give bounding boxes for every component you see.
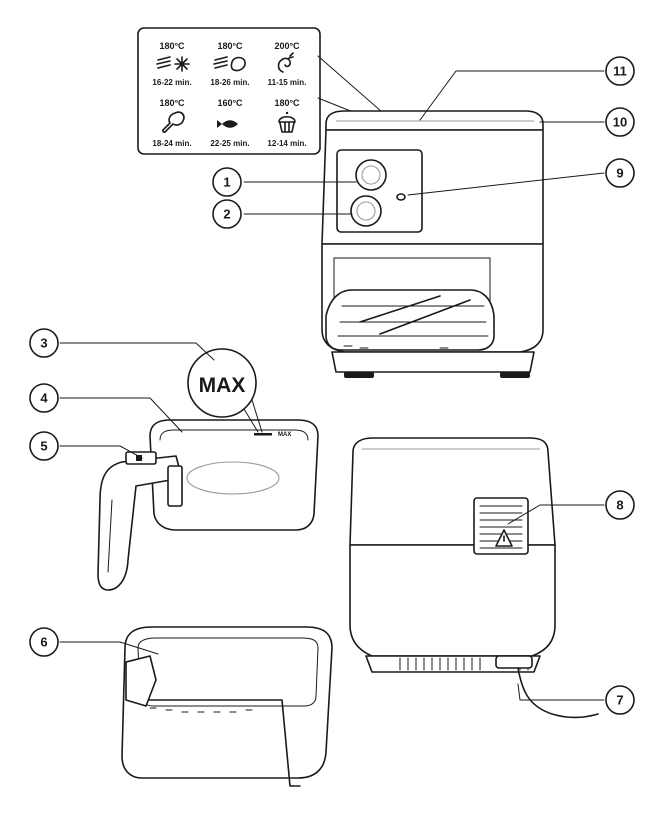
callout-label-9: 9 — [616, 166, 623, 181]
fries-meat-icon — [213, 56, 246, 72]
callout-5: 5 — [29, 431, 59, 461]
cooking-guide-panel: 180°C 16-22 min. 180°C 18-26 min. 200°C … — [137, 27, 321, 155]
callout-4: 4 — [29, 383, 59, 413]
callout-8: 8 — [605, 490, 635, 520]
callout-label-2: 2 — [223, 207, 230, 222]
callout-label-4: 4 — [40, 391, 48, 406]
callout-label-7: 7 — [616, 693, 623, 708]
max-fill-mark: MAX — [278, 432, 291, 438]
callout-10: 10 — [605, 107, 635, 137]
callout-9: 9 — [605, 158, 635, 188]
drumstick-icon — [162, 111, 185, 133]
callout-label-10: 10 — [613, 115, 627, 130]
guide-temp-6: 180°C — [274, 98, 300, 108]
callout-label-11: 11 — [613, 64, 627, 79]
basket-with-handle: MAX — [97, 419, 319, 591]
callout-label-3: 3 — [40, 336, 47, 351]
fries-frozen-icon — [156, 56, 190, 72]
callout-6: 6 — [29, 627, 59, 657]
guide-time-4: 18-24 min. — [152, 139, 191, 148]
airfryer-rear — [349, 437, 599, 719]
guide-temp-5: 160°C — [217, 98, 243, 108]
callout-1: 1 — [212, 167, 242, 197]
guide-temp-4: 180°C — [159, 98, 185, 108]
air-outlet-vent — [473, 497, 529, 555]
callout-lines — [59, 70, 605, 701]
basket-handle[interactable] — [97, 455, 183, 591]
callout-label-1: 1 — [223, 175, 230, 190]
max-magnifier: MAX — [187, 348, 263, 433]
drawer — [121, 626, 333, 787]
callout-2: 2 — [212, 199, 242, 229]
guide-time-1: 16-22 min. — [152, 78, 191, 87]
guide-time-5: 22-25 min. — [210, 139, 249, 148]
callout-label-6: 6 — [40, 635, 47, 650]
guide-temp-3: 200°C — [274, 41, 300, 51]
power-cord — [517, 667, 599, 719]
callout-11: 11 — [605, 56, 635, 86]
temperature-knob[interactable] — [350, 195, 382, 227]
power-indicator-light — [396, 193, 406, 201]
callout-label-8: 8 — [616, 498, 623, 513]
shrimp-icon — [277, 52, 294, 73]
max-magnified-label: MAX — [199, 374, 246, 397]
fish-icon — [217, 120, 238, 128]
callout-label-5: 5 — [40, 439, 47, 454]
cupcake-icon — [278, 111, 296, 133]
guide-temp-2: 180°C — [217, 41, 243, 51]
power-cord-plug — [495, 655, 533, 669]
cooking-guide-frame — [137, 27, 321, 155]
guide-time-6: 12-14 min. — [267, 139, 306, 148]
guide-time-3: 11-15 min. — [268, 78, 307, 87]
time-knob[interactable] — [355, 159, 387, 191]
callout-3: 3 — [29, 328, 59, 358]
guide-temp-1: 180°C — [159, 41, 185, 51]
callout-7: 7 — [605, 685, 635, 715]
airfryer-front — [321, 110, 544, 378]
max-fill-line — [254, 433, 272, 436]
guide-time-2: 18-26 min. — [210, 78, 249, 87]
